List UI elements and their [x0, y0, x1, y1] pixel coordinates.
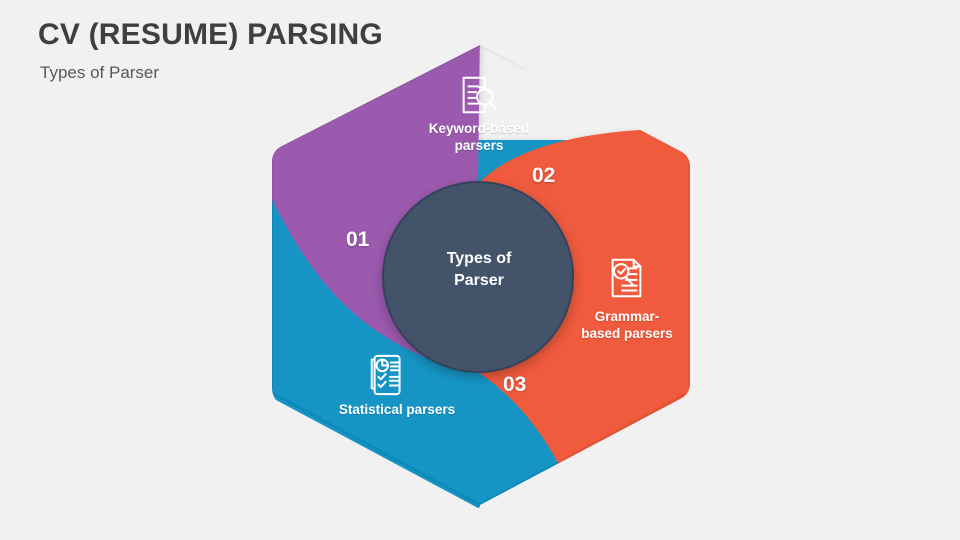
page-subtitle: Types of Parser: [40, 62, 160, 82]
center-circle-rim: [382, 181, 574, 373]
document-check-magnifier-icon: [603, 255, 649, 301]
document-chart-checklist-icon: [366, 352, 412, 398]
title-block: CV (RESUME) PARSING Types of Parser: [38, 18, 558, 83]
segment-keyword: [272, 45, 690, 372]
center-circle: [383, 182, 573, 372]
document-magnifier-icon: [455, 72, 501, 118]
page-title: CV (RESUME) PARSING: [38, 18, 383, 51]
